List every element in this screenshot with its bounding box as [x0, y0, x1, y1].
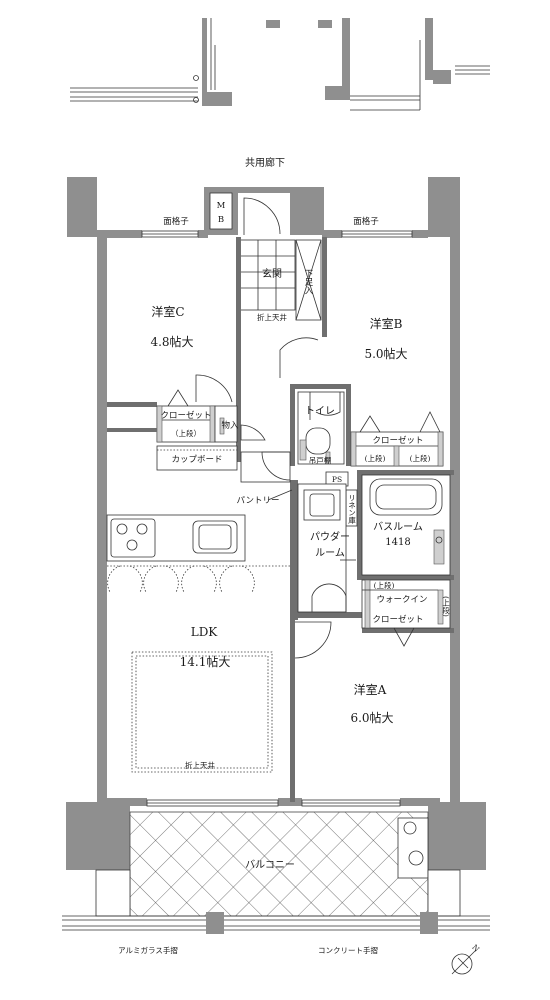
walkin-closet-label: クローゼット [372, 614, 423, 625]
closet-c [156, 389, 238, 443]
pantry-leader [267, 489, 293, 501]
powder-label-1: パウダー [310, 530, 350, 543]
room-b-size: 5.0帖大 [364, 346, 407, 361]
window-grilles [141, 230, 413, 238]
bathroom [361, 474, 451, 576]
alumi-rail-label: アルミガラス手摺 [118, 945, 178, 955]
pantry-label: パントリー [237, 496, 280, 506]
room-b-door-swing[interactable] [279, 337, 319, 378]
walkin-upper-label: (上段) [374, 580, 395, 590]
room-b-name: 洋室B [370, 316, 403, 331]
mb-block [204, 187, 324, 235]
closet-c-upper-label: （上段） [171, 428, 201, 438]
entrance-floor [239, 239, 322, 321]
shoe-cabinet-label: 下足入 [303, 269, 313, 295]
upper-structure [70, 18, 490, 111]
toilet-label: トイレ [305, 406, 335, 417]
balcony [95, 811, 461, 917]
walkin-label: ウォークイン [376, 595, 427, 605]
bathroom-size: 1418 [385, 537, 410, 548]
window-grille-left-label: 面格子 [163, 216, 189, 227]
cupboard [107, 428, 238, 471]
toilet [297, 391, 345, 465]
kitchen-counter [106, 514, 246, 562]
toilet-cabinet-label: 吊戸棚 [309, 455, 332, 465]
concrete-rail-label: コンクリート手摺 [318, 945, 378, 955]
corridor-label: 共用廊下 [245, 156, 285, 169]
closet-b-label: クローゼット [372, 435, 423, 446]
ldk-name: LDK [191, 625, 219, 639]
walkin-right-upper-label: (上段) [441, 596, 450, 617]
outer-walls [66, 177, 486, 870]
powder-label-2: ルーム [315, 547, 345, 559]
entrance-label: 玄関 [262, 267, 282, 280]
powder-room [297, 483, 356, 613]
entry-door-swing[interactable] [243, 197, 281, 235]
ps-label: PS [332, 475, 342, 484]
room-a-size: 6.0帖大 [350, 710, 393, 725]
ldk-door-swing[interactable] [294, 621, 332, 659]
room-c-size: 4.8帖大 [150, 334, 193, 349]
closet-b-upper-1: (上段) [365, 453, 386, 463]
kitchen-wall-cabinets [107, 565, 290, 593]
ldk-ceiling-label: 折上天井 [185, 760, 215, 770]
walkin-closet [361, 579, 451, 647]
ldk-ceiling-outline [131, 651, 273, 773]
closet-b [350, 411, 444, 467]
storage-door-swing[interactable] [240, 424, 266, 441]
closet-b-upper-2: (上段) [410, 453, 431, 463]
pantry [240, 451, 291, 483]
balcony-label: バルコニー [245, 859, 295, 871]
bathroom-label: バスルーム [373, 521, 423, 533]
entrance-ceiling-label: 折上天井 [257, 312, 287, 322]
ldk-size: 14.1帖大 [180, 654, 231, 669]
balcony-windows [146, 799, 401, 807]
mb-label-b: B [218, 215, 224, 225]
north-label: N [470, 943, 481, 954]
bottom-railing [62, 912, 490, 934]
room-a-name: 洋室A [354, 682, 387, 697]
interior-walls [107, 237, 454, 802]
storage-label: 物入 [221, 420, 239, 431]
window-grille-right-label: 面格子 [353, 216, 379, 227]
closet-c-label: クローゼット [160, 410, 211, 421]
mb-label-m: M [217, 201, 226, 211]
north-arrow-icon [451, 949, 477, 975]
linen-label: リネン庫 [347, 494, 356, 525]
room-c-door-swing[interactable] [195, 374, 233, 403]
ldk-ceiling-inner [135, 655, 269, 769]
room-c-name: 洋室C [151, 304, 184, 319]
cupboard-label: カップボード [171, 455, 222, 465]
